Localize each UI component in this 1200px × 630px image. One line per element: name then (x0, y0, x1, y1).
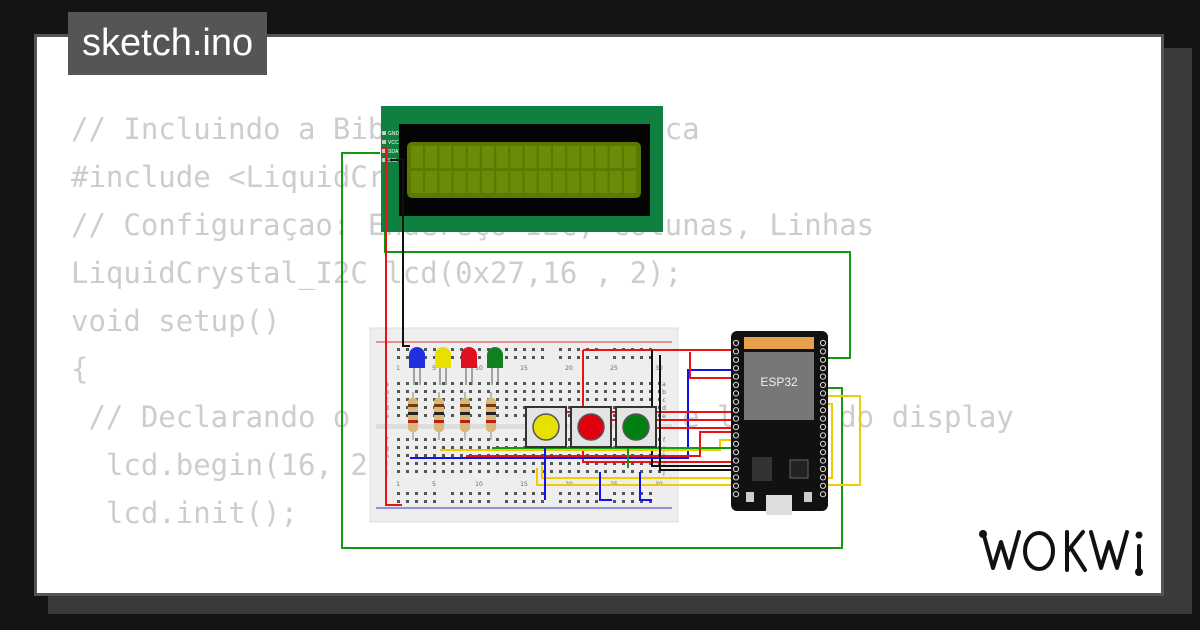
breadboard-row-letter: i (663, 461, 665, 468)
lcd-cells (411, 146, 636, 193)
resistor (408, 392, 418, 440)
breadboard-column-number: 1 (396, 481, 400, 488)
resistors (408, 392, 496, 440)
breadboard-column-number: 20 (565, 365, 573, 372)
code-line: LiquidCrystal_I2C lcd(0x27,16 , 2); (71, 256, 683, 290)
esp32-pins (732, 339, 827, 498)
sketch-file-tab[interactable]: sketch.ino (68, 12, 268, 75)
lcd-pin-label: GND (388, 131, 400, 137)
breadboard-column-number: 5 (432, 365, 436, 372)
breadboard-row-letter: d (662, 405, 666, 412)
code-line: { (71, 352, 89, 386)
led-red (461, 347, 477, 385)
breadboard-row-letter: f (663, 437, 666, 444)
breadboard-row-letter: f (386, 437, 389, 444)
code-line: void setup() (71, 304, 281, 338)
push-buttons (525, 406, 657, 448)
breadboard-column-number: 10 (475, 365, 483, 372)
breadboard-row-letter: b (662, 389, 666, 396)
breadboard-row-letter: a (662, 381, 666, 388)
esp32-label: ESP32 (760, 375, 798, 389)
led-blue (409, 347, 425, 385)
lcd-pin-label: VCC (388, 140, 399, 146)
push-button-red (570, 406, 612, 448)
leds (409, 347, 503, 385)
breadboard-row-letter: a (385, 381, 389, 388)
resistor (460, 392, 470, 440)
breadboard-row-letter: c (662, 397, 665, 404)
breadboard-row-letter: b (385, 389, 389, 396)
led-green (487, 347, 503, 385)
breadboard-column-number: 25 (610, 365, 618, 372)
push-button-yellow (525, 406, 567, 448)
resistor (486, 392, 496, 440)
led-yellow (435, 347, 451, 385)
breadboard-row-letter: g (385, 445, 389, 452)
breadboard-row-letter: i (386, 461, 388, 468)
breadboard-column-number: 15 (520, 481, 528, 488)
breadboard-column-number: 5 (432, 481, 436, 488)
breadboard-row-letter: e (385, 413, 389, 420)
breadboard-column-number: 10 (475, 481, 483, 488)
breadboard-row-letter: j (662, 469, 665, 476)
breadboard-row-letter: d (385, 405, 389, 412)
resistor (434, 392, 444, 440)
lcd-pin-label: SDA (388, 149, 399, 155)
code-line: lcd.init(); (71, 496, 298, 530)
wokwi-logo (979, 530, 1143, 576)
breadboard-row-letter: e (662, 413, 666, 420)
breadboard-column-number: 1 (396, 365, 400, 372)
push-button-green (615, 406, 657, 448)
breadboard-column-number: 15 (520, 365, 528, 372)
breadboard-row-letter: h (385, 453, 389, 460)
esp32-board: ESP32 (731, 331, 828, 515)
